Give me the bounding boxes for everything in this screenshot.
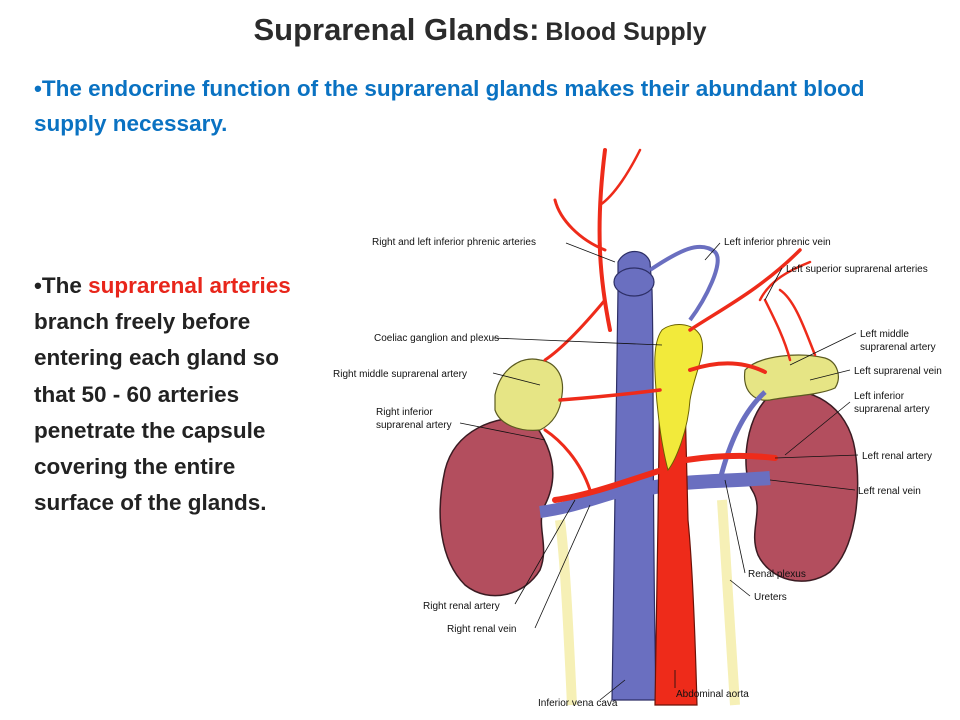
label-left-middle-1: Left middle [860,329,909,340]
leader-left-renal-vein [769,479,856,491]
bullet2-rest: branch freely before entering each gland… [34,309,280,516]
label-right-renal-vein: Right renal vein [447,624,516,635]
label-ivc: Inferior vena cava [538,698,618,709]
left-middle-artery [688,361,767,374]
label-left-superior: Left superior suprarenal arteries [786,264,928,275]
label-phrenic-arteries: Right and left inferior phrenic arteries [372,237,536,248]
phrenic-artery-branch [598,148,642,207]
left-superior-branch-1 [758,260,812,302]
right-inferior-artery [543,428,592,492]
label-right-inferior-1: Right inferior [376,407,433,418]
bullet2-prefix: •The [34,273,89,298]
leader-right-middle [492,372,541,386]
right-kidney [439,416,554,597]
ivc-diaphragm-opening [613,267,655,297]
left-renal-artery-vessel [683,452,778,463]
leader-coeliac [492,337,663,346]
leader-phrenic-arteries [565,242,616,263]
label-right-inferior-2: suprarenal artery [376,420,452,431]
label-aorta: Abdominal aorta [676,689,749,700]
coeliac-ganglion [654,324,704,472]
left-ureter [717,499,740,706]
title-sub: Blood Supply [545,18,707,46]
page-title: Suprarenal Glands:Blood Supply [0,12,960,48]
label-left-renal-vein: Left renal vein [858,486,921,497]
label-right-renal-artery: Right renal artery [423,601,500,612]
left-suprarenal-vein-vessel [717,390,767,481]
leader-right-inferior [459,422,546,441]
leader-ivc [599,679,626,701]
bullet-suprarenal-arteries: •The suprarenal arteries branch freely b… [34,268,304,522]
left-superior-branch-3 [763,298,792,362]
leader-right-renal-vein [534,504,591,629]
leader-left-inferior [784,401,851,456]
label-renal-plexus: Renal plexus [748,569,806,580]
left-suprarenal-gland [743,354,839,401]
leader-left-phrenic-vein [704,242,721,261]
bullet2-highlight: suprarenal arteries [88,273,291,298]
leader-left-supra-vein [809,369,851,381]
label-ureters: Ureters [754,592,787,603]
right-middle-artery [558,388,662,402]
leader-lines [459,242,859,701]
inferior-vena-cava [611,250,657,701]
leader-left-middle [789,332,857,366]
label-left-middle-2: suprarenal artery [860,342,936,353]
right-renal-vein-vessel [539,486,620,518]
left-superior-branch-2 [778,288,817,357]
leader-right-renal-artery [514,499,576,605]
suprarenal-arteries [543,148,817,503]
label-right-middle: Right middle suprarenal artery [333,369,467,380]
label-coeliac: Coeliac ganglion and plexus [374,333,499,344]
right-suprarenal-gland [494,358,564,431]
leader-renal-plexus [724,479,746,574]
left-phrenic-artery [688,248,802,332]
label-left-inferior-1: Left inferior [854,391,905,402]
leader-left-renal-artery [774,454,859,459]
label-left-phrenic-vein: Left inferior phrenic vein [724,237,831,248]
left-kidney [745,389,859,582]
label-left-inferior-2: suprarenal artery [854,404,930,415]
leader-left-superior [764,267,783,301]
right-ureter [555,519,577,706]
label-left-supra-vein: Left suprarenal vein [854,366,942,377]
phrenic-artery-main [597,148,612,332]
title-main: Suprarenal Glands: [253,12,540,47]
label-left-renal-artery: Left renal artery [862,451,932,462]
right-superior-artery [543,298,607,362]
inferior-phrenic-vein [648,244,720,322]
bullet-endocrine-function: •The endocrine function of the suprarena… [34,76,865,136]
right-renal-artery-vessel [552,467,665,503]
leader-ureters [729,579,751,597]
phrenic-artery-right [553,198,607,252]
